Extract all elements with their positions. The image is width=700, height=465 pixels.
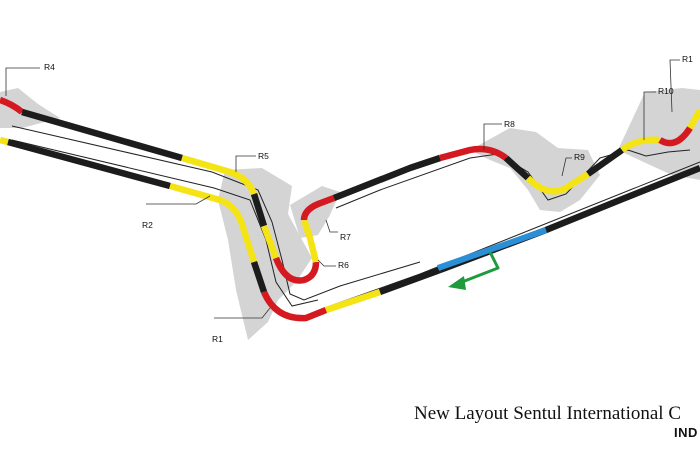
direction-arrow-shaft	[461, 251, 500, 284]
direction-arrow	[448, 251, 500, 290]
track-r5-descent-yellow	[260, 224, 280, 260]
track-main-straight-yellow	[324, 288, 382, 314]
track	[0, 96, 700, 322]
track-r6-kerb	[272, 256, 320, 284]
service-road-main	[329, 161, 700, 307]
runoff-areas	[0, 88, 700, 340]
track-r8-exit	[503, 155, 531, 181]
track-r8-kerb	[439, 145, 508, 162]
leader-r8	[483, 123, 502, 150]
runoff-area-r7	[290, 186, 340, 238]
service-road-chicane	[335, 149, 691, 209]
track-r5-kerb-yellow	[181, 154, 258, 196]
watermark-text: IND	[674, 425, 698, 440]
pit-lane	[437, 227, 547, 271]
leader-r5	[235, 155, 256, 172]
service-road-top	[11, 125, 421, 301]
track-r1-kerb	[261, 290, 328, 322]
leader-r1	[214, 307, 271, 319]
corner-label-r8: R8	[504, 119, 515, 129]
leader-r6	[317, 259, 336, 267]
corner-label-r6: R6	[338, 260, 349, 270]
service-roads	[11, 125, 700, 307]
track-r1-dark	[250, 260, 268, 294]
track-back-straight-upper	[21, 108, 183, 162]
runoff-area-r8-r9	[470, 128, 600, 212]
corner-label-r9: R9	[574, 152, 585, 162]
leader-r7	[325, 219, 338, 233]
map-title: New Layout Sentul International C	[414, 403, 681, 424]
corner-label-r7: R7	[340, 232, 351, 242]
track-r10-kerb-yellow	[620, 136, 661, 153]
track-r5-descent-dark	[250, 193, 268, 227]
track-r2-start-yellow	[0, 136, 9, 146]
leader-r4	[5, 67, 40, 96]
label-leaders	[5, 59, 680, 319]
leader-r9	[561, 157, 572, 177]
corner-label-r5: R5	[258, 151, 269, 161]
track-link-to-r8	[332, 154, 442, 202]
track-r7-kerb	[300, 194, 336, 221]
leader-r10	[643, 91, 656, 140]
corner-label-r2: R2	[142, 220, 153, 230]
corner-label-r1: R1	[212, 334, 223, 344]
track-r9-kerb-yellow	[525, 171, 590, 195]
direction-arrow-head	[448, 276, 466, 290]
track-r6-r7-yellow	[300, 218, 320, 263]
track-r10-kerb-red	[658, 126, 693, 147]
track-r11-yellow	[687, 108, 700, 130]
corner-label-r4: R4	[44, 62, 55, 72]
leader-r11	[669, 59, 680, 113]
track-r2-kerb-yellow	[169, 182, 258, 263]
corner-label-r10: R10	[658, 86, 674, 96]
corner-label-r11: R1	[682, 54, 693, 64]
track-r4-kerb	[0, 96, 25, 115]
track-r9-exit	[586, 147, 624, 177]
runoff-area-r10	[618, 88, 700, 180]
runoff-area-r5-r1	[218, 168, 312, 340]
corner-labels: R4 R5 R2 R1 R6 R7 R8 R9 R10 R1	[44, 54, 693, 344]
track-main-straight-dark-1	[378, 266, 442, 296]
leader-r2	[146, 195, 211, 205]
track-back-straight-lower	[7, 138, 171, 190]
pit-lane-blue	[437, 227, 547, 271]
